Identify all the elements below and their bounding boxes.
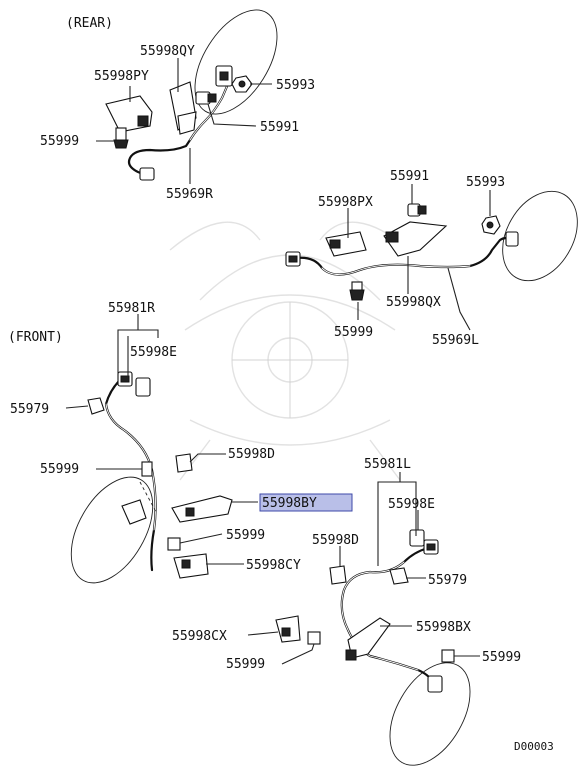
label-rear-55969R: 55969R <box>166 187 213 202</box>
front-left-harness-wire <box>340 546 438 690</box>
left-bolt-55999 <box>349 281 365 301</box>
front-left-sensor <box>427 675 443 693</box>
label-left-55969L: 55969L <box>432 333 479 348</box>
rear-bolt-55991 <box>195 91 217 105</box>
rear-bolt-55999 <box>113 127 129 149</box>
front-left-bracket-55998CX <box>275 615 301 643</box>
left-bracket-55998QX <box>383 221 448 257</box>
rear-bracket-55998PY <box>105 95 153 133</box>
label-fl-55998CX: 55998CX <box>172 629 227 644</box>
front-right-clip-55979 <box>87 397 105 415</box>
front-right-connector <box>117 371 133 387</box>
front-left-bracket-55998BX <box>345 617 391 661</box>
label-fl-55998E: 55998E <box>388 497 435 512</box>
front-right-bracket-55998BY <box>171 495 233 523</box>
front-right-bolt-55999-b <box>167 537 181 551</box>
label-rear-55999: 55999 <box>40 134 79 149</box>
front-right-sensor <box>121 499 147 525</box>
label-fl-55998BX: 55998BX <box>416 620 471 635</box>
label-fr-55981R: 55981R <box>108 301 155 316</box>
front-left-bolt-55999-b <box>441 649 455 663</box>
front-left-clip-55998E <box>409 529 425 547</box>
section-rear-label: (REAR) <box>66 16 113 31</box>
label-fr-55998CY: 55998CY <box>246 558 301 573</box>
rear-bracket-55998QY <box>169 81 197 135</box>
front-left-clip-55998D <box>329 565 347 585</box>
label-left-55991: 55991 <box>390 169 429 184</box>
label-fr-55999-a: 55999 <box>40 462 79 477</box>
label-rear-55998QY: 55998QY <box>140 44 195 59</box>
front-left-clip-55979 <box>389 567 409 585</box>
label-rear-55991: 55991 <box>260 120 299 135</box>
front-left-connector <box>423 539 439 555</box>
label-rear-55998PY: 55998PY <box>94 69 149 84</box>
left-bolt-55991 <box>407 203 427 217</box>
left-connector <box>285 251 301 267</box>
rear-nut-55993 <box>231 75 253 93</box>
label-fr-55979: 55979 <box>10 402 49 417</box>
label-left-55993: 55993 <box>466 175 505 190</box>
highlight-box <box>259 493 353 512</box>
left-wheel-outline <box>502 190 578 282</box>
left-bracket-55998PX <box>325 231 367 257</box>
front-left-wheel-outline <box>389 662 471 766</box>
label-fr-55998BY: 55998BY <box>262 496 317 511</box>
label-left-55999: 55999 <box>334 325 373 340</box>
label-fr-55998D: 55998D <box>228 447 275 462</box>
diagram-code: D00003 <box>514 740 554 753</box>
label-fl-55981L: 55981L <box>364 457 411 472</box>
left-nut-55993 <box>481 215 501 235</box>
label-left-55998PX: 55998PX <box>318 195 373 210</box>
section-front-label: (FRONT) <box>8 330 63 345</box>
label-rear-55993: 55993 <box>276 78 315 93</box>
front-right-bracket-55998CY <box>173 553 209 579</box>
label-fl-55999-b: 55999 <box>482 650 521 665</box>
rear-wheel-outline <box>194 9 278 115</box>
front-right-wheel-outline <box>70 476 154 584</box>
left-sensor <box>505 231 519 247</box>
label-fl-55998D: 55998D <box>312 533 359 548</box>
label-fr-55999-b: 55999 <box>226 528 265 543</box>
label-fl-55999-a: 55999 <box>226 657 265 672</box>
label-fl-55979: 55979 <box>428 573 467 588</box>
label-fr-55998E: 55998E <box>130 345 177 360</box>
front-right-bolt-55999-a <box>141 461 153 477</box>
front-right-clip-55998D <box>175 453 193 473</box>
label-left-55998QX: 55998QX <box>386 295 441 310</box>
highlighted-part-55998BY[interactable]: 55998BY <box>259 493 353 512</box>
front-left-bolt-55999-a <box>307 631 321 645</box>
front-right-clip-55998E <box>135 377 151 397</box>
rear-sensor-connector <box>139 65 233 181</box>
